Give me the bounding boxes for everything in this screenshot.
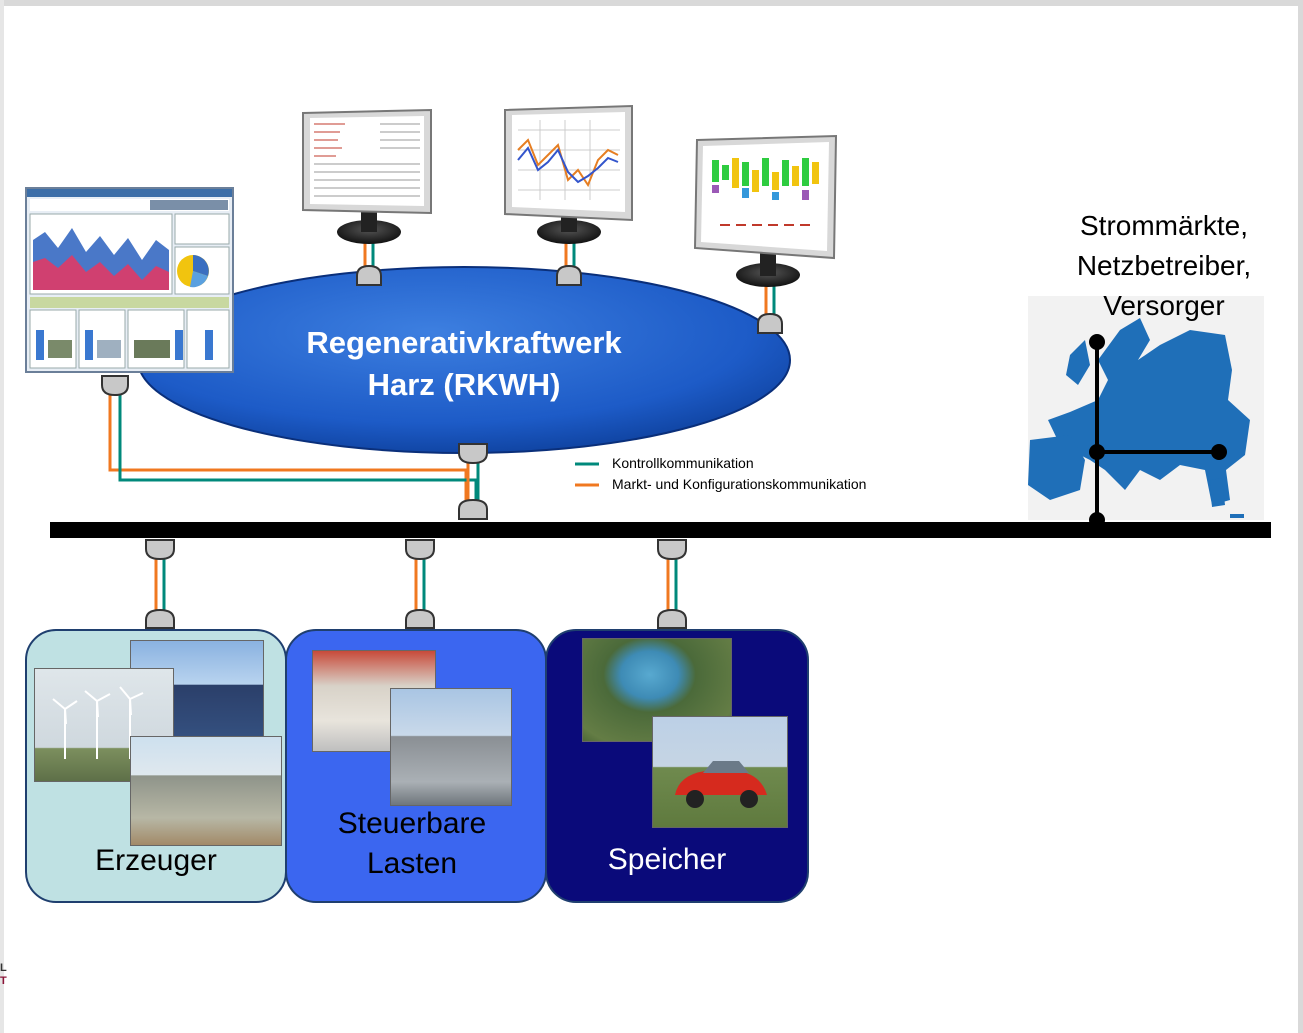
footer-line2: T xyxy=(0,975,7,987)
footer-line1: L xyxy=(0,962,7,974)
photo-industrial-plant xyxy=(390,688,512,806)
loads-label-line1: Steuerbare xyxy=(337,807,487,840)
monitor-line-chart xyxy=(504,104,633,244)
loads-label-line2: Lasten xyxy=(366,847,458,880)
monitor-report xyxy=(302,108,432,244)
loads-label: Steuerbare Lasten xyxy=(286,804,538,884)
photo-biogas-plant xyxy=(130,736,282,846)
markets-title-line3: Versorger xyxy=(1103,290,1225,321)
dashboard-window xyxy=(25,187,234,373)
markets-title: Strommärkte, Netzbetreiber, Versorger xyxy=(1044,206,1284,326)
storage-label: Speicher xyxy=(607,843,727,876)
hub-title: Regenerativkraftwerk Harz (RKWH) xyxy=(238,322,690,406)
communication-bus xyxy=(50,522,1271,538)
legend-label-market: Markt- und Konfigurationskommunikation xyxy=(612,476,867,492)
europe-map xyxy=(1028,296,1264,528)
hub-title-line1: Regenerativkraftwerk xyxy=(306,325,622,360)
footer-logo-fragment: L T xyxy=(0,962,7,988)
photo-wind-turbines xyxy=(34,668,174,782)
window-frame-left xyxy=(0,0,4,1033)
hub-title-line2: Harz (RKWH) xyxy=(367,367,561,402)
markets-title-line2: Netzbetreiber, xyxy=(1076,250,1252,281)
markets-title-line1: Strommärkte, xyxy=(1079,210,1249,241)
producers-label: Erzeuger xyxy=(95,844,217,877)
photo-electric-car xyxy=(652,716,788,828)
connector-plugs xyxy=(101,264,783,629)
legend-label-control: Kontrollkommunikation xyxy=(612,455,754,471)
window-frame-right xyxy=(1298,0,1303,1033)
window-frame-top xyxy=(0,0,1303,6)
monitor-bar-chart xyxy=(693,134,838,287)
